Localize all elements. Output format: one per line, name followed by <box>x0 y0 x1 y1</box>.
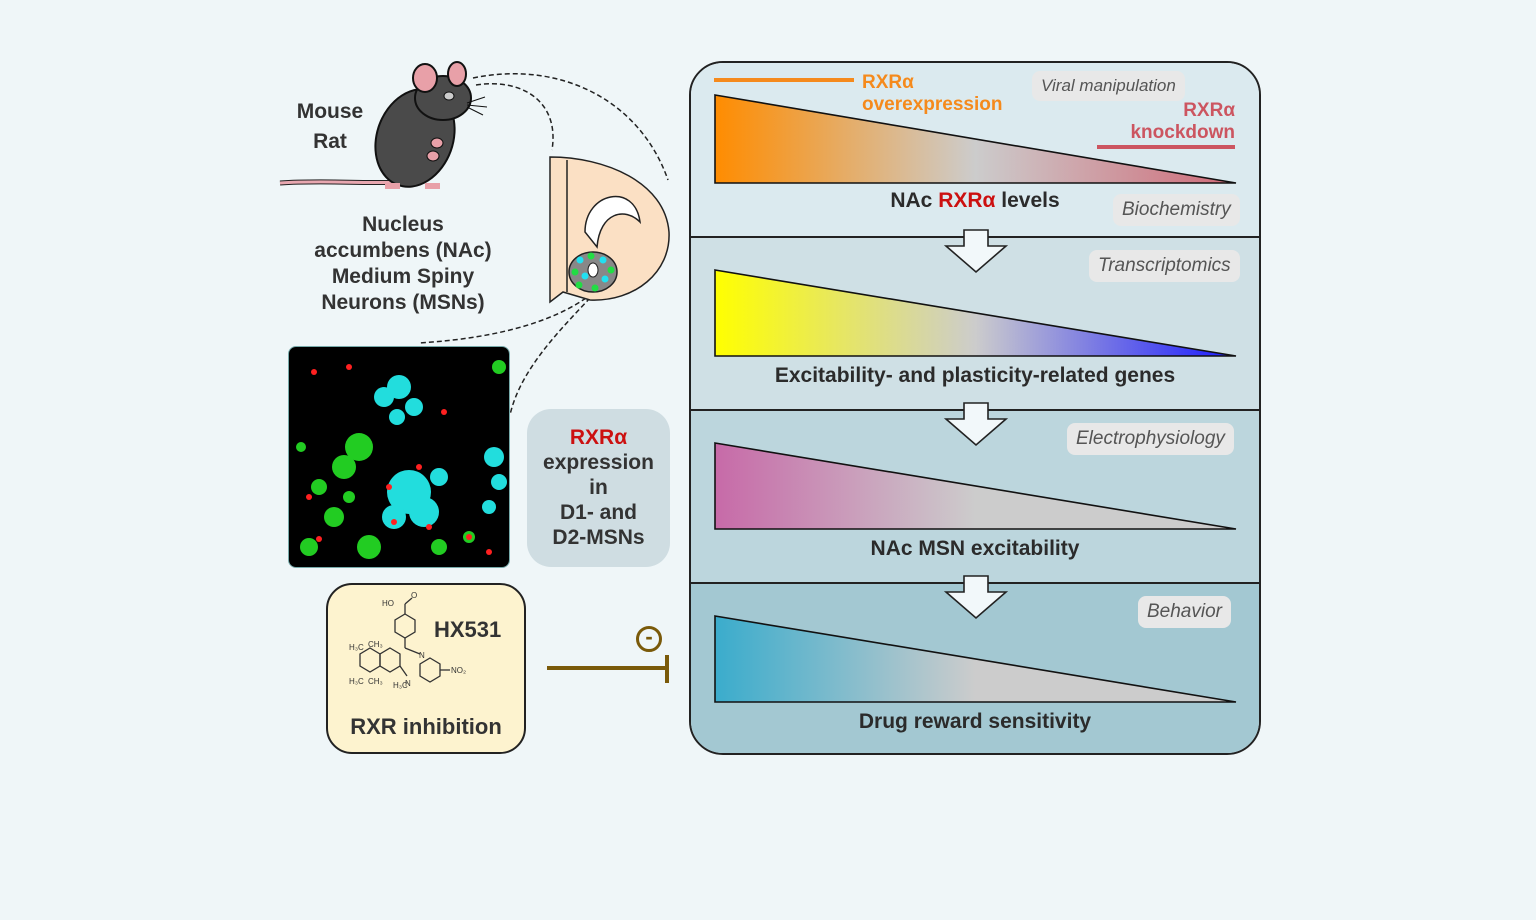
expression-line: expression <box>543 451 654 474</box>
atom-label: H₃C <box>349 643 364 652</box>
inhibition-bar <box>665 655 669 683</box>
cyan-cells <box>374 375 507 529</box>
fluorescence-puncta <box>296 360 507 559</box>
dashed-line-nac-to-image <box>417 297 587 344</box>
species-label: Mouse Rat <box>280 97 380 157</box>
gradient-triangles <box>714 94 1237 703</box>
stage-tag: Transcriptomics <box>1089 250 1240 282</box>
species-mouse: Mouse <box>296 100 364 123</box>
brain-region-label: Nucleus accumbens (NAc) Medium Spiny Neu… <box>290 212 516 316</box>
brain-section-illustration <box>549 156 670 304</box>
region-line: Nucleus <box>362 213 444 236</box>
label-line: knockdown <box>1130 122 1235 143</box>
atom-label: HO <box>382 599 394 608</box>
label-line: overexpression <box>862 94 1003 115</box>
label-line: RXRα <box>1183 100 1235 121</box>
hx531-structure-icon: HO O N N NO₂ H₃C CH₃ H₃C CH₃ H₃C <box>349 592 466 690</box>
species-rat: Rat <box>313 130 347 153</box>
stage-label: Drug reward sensitivity <box>858 710 1092 733</box>
expression-line: D1- and <box>559 501 637 524</box>
atom-label: CH₃ <box>368 677 383 686</box>
green-cells <box>296 360 506 559</box>
overexpression-label: RXRα overexpression <box>862 72 1002 116</box>
cascade-panel: Viral manipulation Biochemistry NAc RXRα… <box>689 61 1261 755</box>
compound-label: RXR inhibition <box>350 714 502 739</box>
label-line: RXRα <box>862 72 914 93</box>
expression-line: D2-MSNs <box>552 526 645 549</box>
gradient-triangle <box>714 94 1237 184</box>
region-line: Medium Spiny <box>331 265 475 288</box>
atom-label: NO₂ <box>451 666 466 675</box>
gradient-triangle <box>714 442 1237 530</box>
rxra-highlight: RXRα <box>938 189 996 212</box>
stage-label: NAc RXRα levels <box>691 189 1259 213</box>
knockdown-line <box>1097 145 1235 149</box>
down-arrow-icon <box>943 229 1009 274</box>
down-arrow-icon <box>943 402 1009 447</box>
gradient-triangle <box>714 269 1237 357</box>
mouse-illustration <box>279 61 488 189</box>
label-part: NAc <box>890 189 939 212</box>
dashed-line-mouse-to-brain <box>472 73 669 181</box>
atom-label: N <box>405 679 411 688</box>
stage-label: Excitability- and plasticity-related gen… <box>774 364 1176 387</box>
expression-line: in <box>589 476 608 499</box>
stage-tag: Behavior <box>1138 596 1231 628</box>
viral-manipulation-tag: Viral manipulation <box>1032 71 1185 101</box>
gradient-triangle <box>714 615 1237 703</box>
region-line: accumbens (NAc) <box>314 239 492 262</box>
label-part: levels <box>995 189 1060 212</box>
dashed-line-mouse-to-brain-2 <box>475 83 554 151</box>
down-arrow-icon <box>943 575 1009 620</box>
stage-tag: Electrophysiology <box>1067 423 1234 455</box>
dashed-line-nac-to-image-2 <box>509 297 591 416</box>
knockdown-label: RXRα knockdown <box>1100 100 1235 144</box>
stage-label: NAc MSN excitability <box>870 537 1080 560</box>
atom-label: O <box>411 592 417 600</box>
minus-icon: - <box>636 626 662 652</box>
atom-label: H₃C <box>393 681 408 690</box>
red-puncta <box>306 364 492 555</box>
overexpression-line <box>714 78 854 82</box>
compound-name: HX531 <box>434 617 502 642</box>
atom-label: N <box>419 651 425 660</box>
inhibition-line <box>547 666 667 670</box>
rxra-expression-box: RXRα expression in D1- and D2-MSNs <box>527 409 670 567</box>
microscopy-image <box>288 346 510 568</box>
region-line: Neurons (MSNs) <box>321 291 485 314</box>
stage-tag: Biochemistry <box>1113 194 1240 226</box>
atom-label: H₃C <box>349 677 364 686</box>
rxra-highlight: RXRα <box>569 426 628 449</box>
atom-label: CH₃ <box>368 640 383 649</box>
hx531-box <box>326 583 526 754</box>
